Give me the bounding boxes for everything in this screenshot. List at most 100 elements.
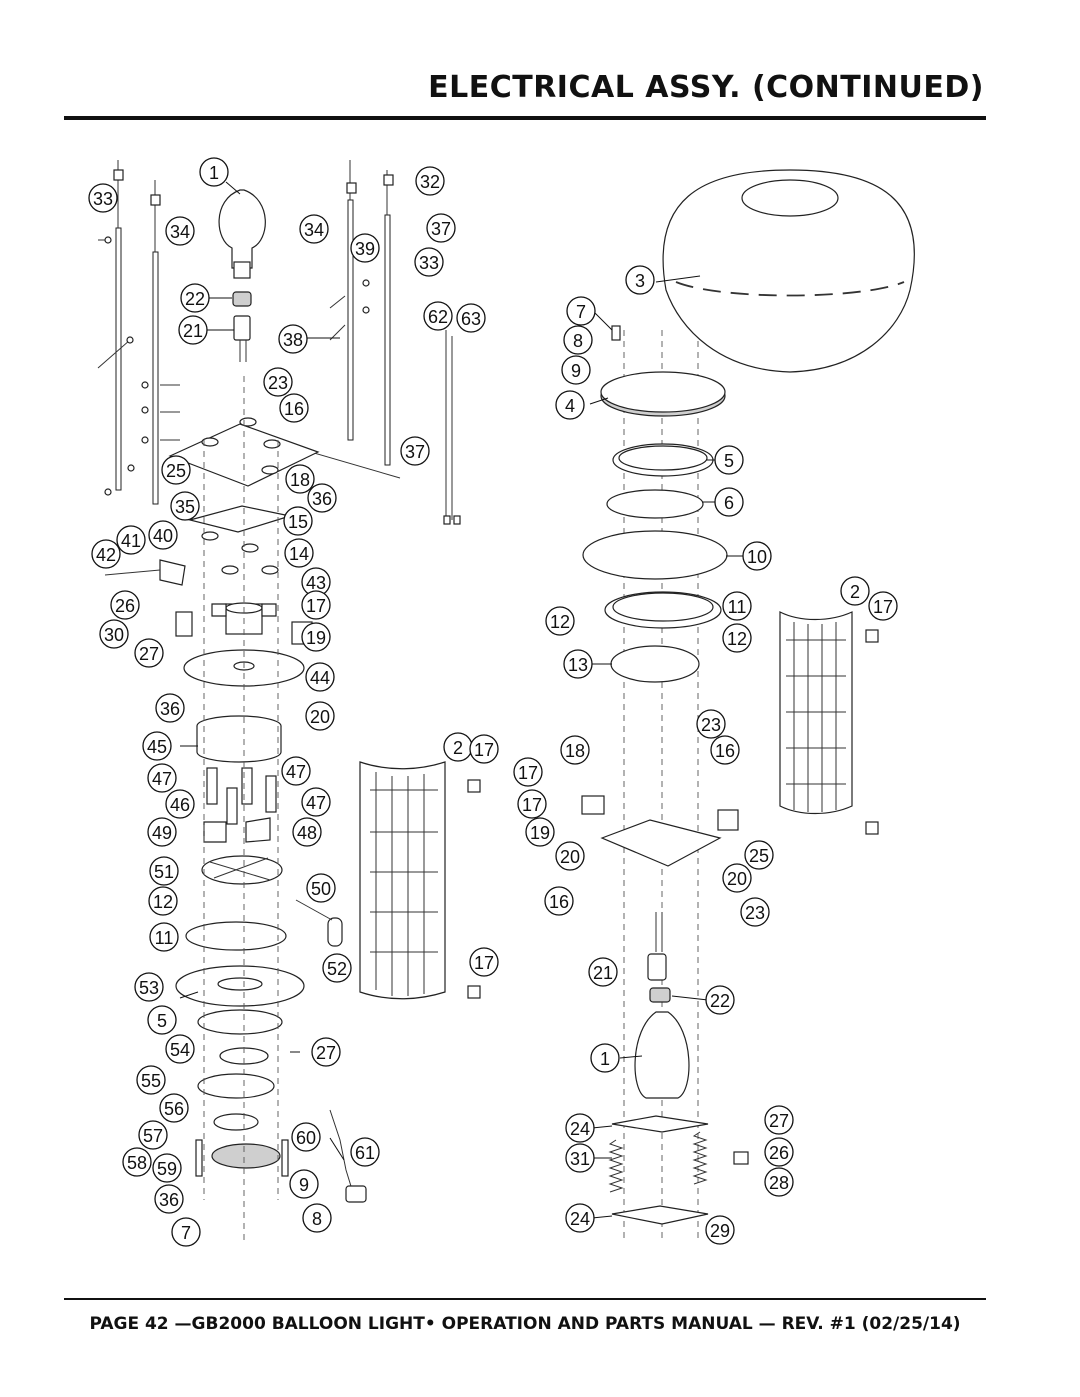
callout-label: 26 xyxy=(115,596,135,616)
callout-label: 47 xyxy=(152,769,172,789)
callout-label: 55 xyxy=(141,1071,161,1091)
callout-label: 18 xyxy=(565,741,585,761)
callout-label: 36 xyxy=(312,489,332,509)
callout-17: 17 xyxy=(469,734,499,764)
callout-label: 24 xyxy=(570,1209,590,1229)
callout-16: 16 xyxy=(544,886,574,916)
callout-label: 19 xyxy=(306,628,326,648)
assembly-guide-lines xyxy=(203,330,699,1240)
callout-label: 27 xyxy=(769,1111,789,1131)
callout-label: 34 xyxy=(170,222,190,242)
callout-circle xyxy=(307,483,337,513)
callout-31: 31 xyxy=(565,1143,595,1173)
wire-leads xyxy=(443,330,461,525)
callout-17: 17 xyxy=(517,789,547,819)
callout-label: 30 xyxy=(104,625,124,645)
callout-circle xyxy=(590,1043,620,1073)
callout-label: 37 xyxy=(431,219,451,239)
callout-circle xyxy=(740,897,770,927)
callout-21: 21 xyxy=(178,315,208,345)
callout-circle xyxy=(742,541,772,571)
callout-circle xyxy=(149,856,179,886)
callout-circle xyxy=(152,1153,182,1183)
callout-13: 13 xyxy=(563,649,593,679)
callout-label: 20 xyxy=(560,847,580,867)
callout-15: 15 xyxy=(283,506,313,536)
callout-3: 3 xyxy=(625,265,655,295)
callout-circle xyxy=(469,947,499,977)
callout-circle xyxy=(705,1215,735,1245)
callout-23: 23 xyxy=(740,897,770,927)
callout-41: 41 xyxy=(116,525,146,555)
callout-label: 32 xyxy=(420,172,440,192)
callout-43: 43 xyxy=(301,567,331,597)
callout-label: 11 xyxy=(155,928,174,948)
callout-circle xyxy=(147,1005,177,1035)
callout-label: 45 xyxy=(147,737,167,757)
callout-27: 27 xyxy=(134,638,164,668)
callout-circle xyxy=(199,157,229,187)
callout-label: 37 xyxy=(405,442,425,462)
callout-label: 60 xyxy=(296,1128,316,1148)
callout-circle xyxy=(565,1203,595,1233)
callout-label: 36 xyxy=(159,1190,179,1210)
callout-16: 16 xyxy=(710,735,740,765)
callout-circle xyxy=(544,886,574,916)
callout-circle xyxy=(278,324,308,354)
callout-label: 16 xyxy=(284,399,304,419)
callout-9: 9 xyxy=(561,355,591,385)
callout-circle xyxy=(292,817,322,847)
callout-label: 7 xyxy=(576,302,586,322)
callout-circle xyxy=(714,487,744,517)
callout-circle xyxy=(165,216,195,246)
callout-circle xyxy=(722,623,752,653)
callout-label: 23 xyxy=(701,715,721,735)
callout-34: 34 xyxy=(299,214,329,244)
callout-label: 7 xyxy=(181,1223,191,1243)
callout-label: 1 xyxy=(209,163,219,183)
callout-5: 5 xyxy=(147,1005,177,1035)
callout-20: 20 xyxy=(722,863,752,893)
callout-label: 54 xyxy=(170,1040,190,1060)
callout-21: 21 xyxy=(588,957,618,987)
callout-label: 20 xyxy=(727,869,747,889)
callout-59: 59 xyxy=(152,1153,182,1183)
left-support-rods xyxy=(113,160,401,505)
callout-circle xyxy=(161,455,191,485)
callout-circle xyxy=(142,731,172,761)
callout-label: 5 xyxy=(724,451,734,471)
upper-plates-right xyxy=(582,325,728,683)
callout-label: 24 xyxy=(570,1119,590,1139)
callout-27: 27 xyxy=(311,1037,341,1067)
callout-circle xyxy=(305,662,335,692)
callout-45: 45 xyxy=(142,731,172,761)
callout-label: 12 xyxy=(727,629,747,649)
callout-circle xyxy=(563,325,593,355)
callout-circle xyxy=(322,953,352,983)
callout-circle xyxy=(170,491,200,521)
callout-19: 19 xyxy=(301,622,331,652)
callout-label: 27 xyxy=(316,1043,336,1063)
callout-label: 35 xyxy=(175,497,195,517)
callout-54: 54 xyxy=(165,1034,195,1064)
callout-label: 49 xyxy=(152,823,172,843)
callout-circle xyxy=(705,985,735,1015)
callout-label: 42 xyxy=(96,545,116,565)
callout-8: 8 xyxy=(563,325,593,355)
callout-22: 22 xyxy=(705,985,735,1015)
callout-label: 43 xyxy=(306,573,326,593)
callout-33: 33 xyxy=(88,183,118,213)
callout-label: 17 xyxy=(306,596,326,616)
callout-label: 22 xyxy=(710,991,730,1011)
callout-circle xyxy=(148,520,178,550)
callout-circle xyxy=(625,265,655,295)
callout-circle xyxy=(279,393,309,423)
callout-36: 36 xyxy=(307,483,337,513)
callout-circle xyxy=(149,922,179,952)
callout-circle xyxy=(868,591,898,621)
callout-label: 17 xyxy=(518,763,538,783)
callout-circle xyxy=(138,1120,168,1150)
callout-label: 33 xyxy=(419,253,439,273)
callout-circle xyxy=(722,863,752,893)
